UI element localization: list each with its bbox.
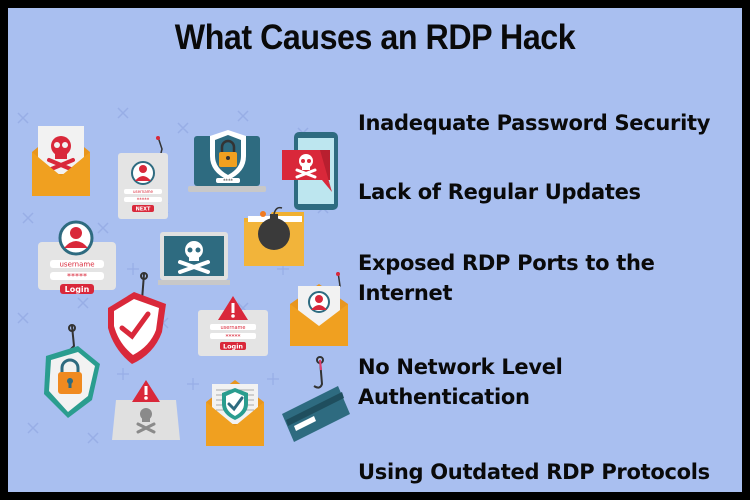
cause-text-line1: Exposed RDP Ports to the [358,251,655,275]
warning-username-label: username [221,325,246,331]
hooked-lock-shield-icon [44,324,100,418]
cause-text-line2: Internet [358,281,453,305]
cause-text-line2: Authentication [358,385,530,409]
shield-envelope-icon [206,380,264,446]
skull-monitor-icon [158,232,230,285]
hooked-credit-card-icon [282,356,350,442]
page-title: What Causes an RDP Hack [174,18,576,57]
warning-login-form-icon: username ***** Login [198,296,268,356]
bomb-folder-icon [244,206,304,266]
skull-envelope-icon [32,126,90,196]
warning-password-mask: ***** [226,334,241,341]
warning-login-label: Login [223,343,243,351]
cause-item-regular-updates: Lack of Regular Updates [358,177,641,207]
warning-laptop-icon [112,380,180,440]
username-field-label: username [60,261,95,269]
username-label: username [133,189,154,194]
infographic-panel: What Causes an RDP Hack username ** [8,8,742,492]
locked-laptop-icon: **** [188,130,266,192]
next-button-label: NEXT [136,207,151,213]
cause-text: Inadequate Password Security [358,111,711,135]
login-form-icon: username ***** Login [38,220,116,294]
cause-item-exposed-ports: Exposed RDP Ports to the Internet [358,248,655,308]
phone-skull-message-icon [282,132,338,210]
password-mask: ***** [137,198,150,204]
password-field-mask: ***** [67,272,87,281]
cause-item-password-security: Inadequate Password Security [358,108,710,138]
login-button-label: Login [65,285,90,294]
cause-item-network-level-auth: No Network Level Authentication [358,352,563,412]
cause-item-outdated-protocols: Using Outdated RDP Protocols [358,457,710,487]
cause-text: Using Outdated RDP Protocols [358,460,710,484]
phishing-shield-check-icon [108,272,166,364]
phishing-login-card-icon: username ***** NEXT [118,136,168,219]
cause-text-line1: No Network Level [358,355,563,379]
phishing-envelope-icon [290,272,348,346]
pin-mask: **** [223,179,234,185]
cause-text: Lack of Regular Updates [358,180,641,204]
